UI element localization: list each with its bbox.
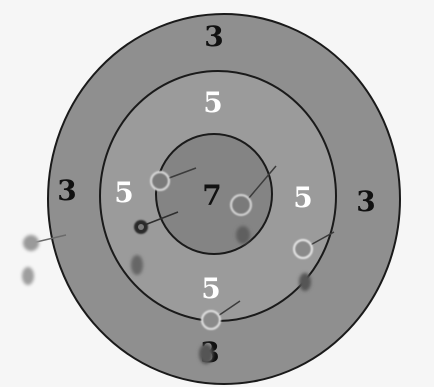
score-middle-top: 5 (203, 86, 222, 119)
score-middle-left: 5 (114, 176, 133, 209)
score-middle-right: 5 (293, 181, 312, 214)
score-center: 7 (202, 179, 221, 212)
score-outer-right: 3 (356, 185, 375, 218)
score-outer-left: 3 (57, 174, 76, 207)
score-middle-bottom: 5 (201, 272, 220, 305)
score-outer-top: 3 (204, 20, 223, 53)
target (48, 14, 400, 384)
